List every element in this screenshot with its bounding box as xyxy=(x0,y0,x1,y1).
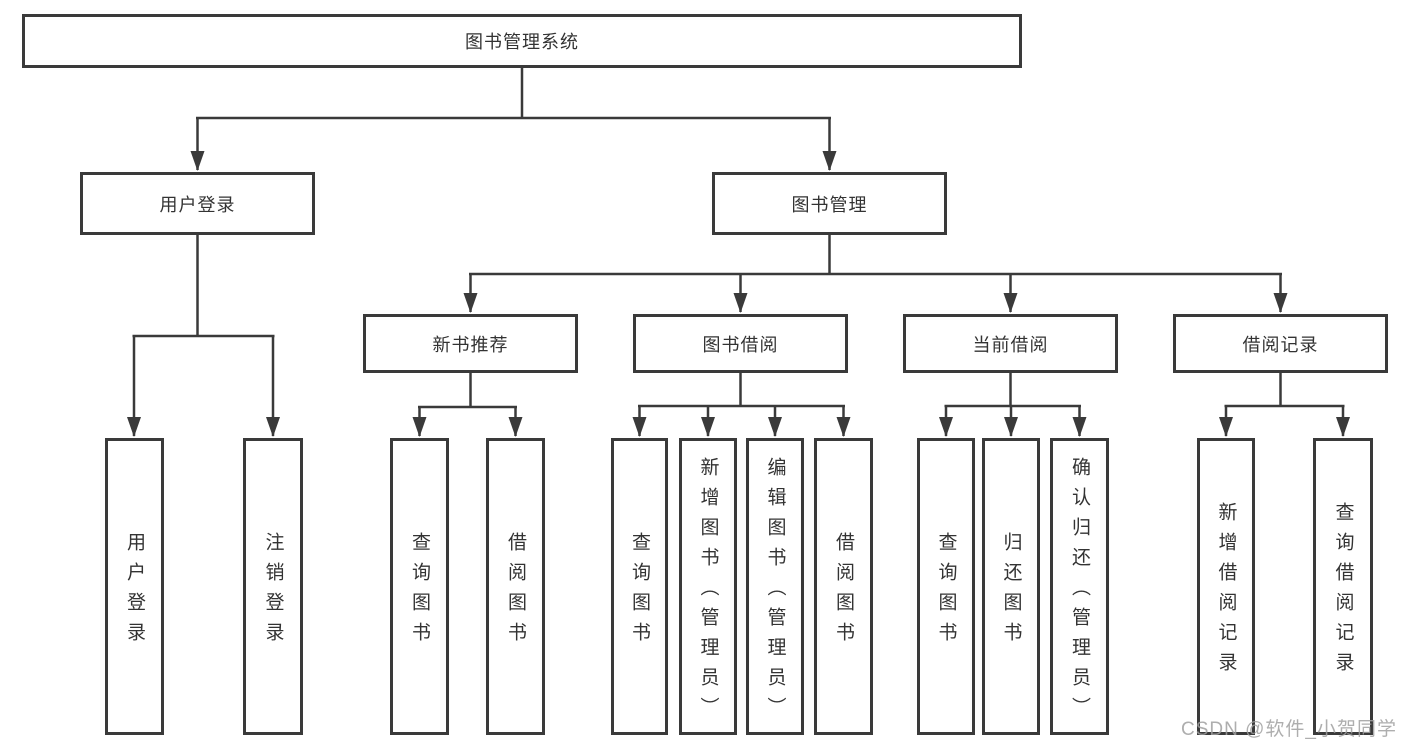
node-user-login: 用户登录 xyxy=(80,172,315,235)
node-book-management: 图书管理 xyxy=(712,172,947,235)
leaf-edit-books-admin: 编辑图书（管理员） xyxy=(746,438,804,735)
leaf-add-books-admin: 新增图书（管理员） xyxy=(679,438,737,735)
node-current-borrowing: 当前借阅 xyxy=(903,314,1118,373)
node-library-system: 图书管理系统 xyxy=(22,14,1022,68)
leaf-return-books: 归还图书 xyxy=(982,438,1040,735)
node-borrowing-records: 借阅记录 xyxy=(1173,314,1388,373)
leaf-query-books-current: 查询图书 xyxy=(917,438,975,735)
leaf-user-login: 用户登录 xyxy=(105,438,164,735)
leaf-confirm-return-admin: 确认归还（管理员） xyxy=(1050,438,1109,735)
leaf-borrow-books: 借阅图书 xyxy=(814,438,873,735)
leaf-query-books-recommend: 查询图书 xyxy=(390,438,449,735)
node-new-book-recommendation: 新书推荐 xyxy=(363,314,578,373)
leaf-query-borrow-record: 查询借阅记录 xyxy=(1313,438,1373,735)
leaf-logout: 注销登录 xyxy=(243,438,303,735)
leaf-add-borrow-record: 新增借阅记录 xyxy=(1197,438,1255,735)
node-book-borrowing: 图书借阅 xyxy=(633,314,848,373)
csdn-watermark: CSDN @软件_小贺同学 xyxy=(1181,719,1397,740)
leaf-borrow-books-recommend: 借阅图书 xyxy=(486,438,545,735)
leaf-query-books-borrow: 查询图书 xyxy=(611,438,668,735)
